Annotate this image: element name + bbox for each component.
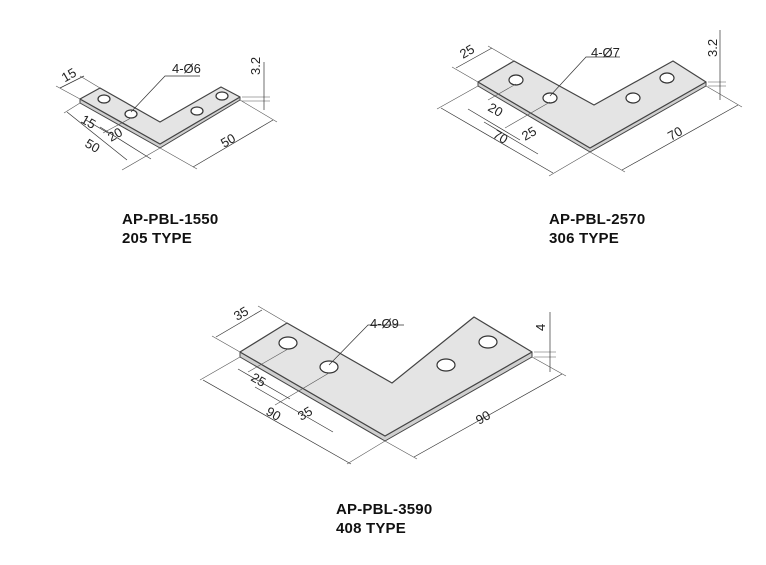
part-3-holes [278,335,498,374]
part-2-type: 306 TYPE [549,230,619,247]
part-1-holes [97,91,229,119]
part-1-leg-right-label: 50 [218,130,238,150]
part-2-drawing [436,30,743,177]
part-3-thickness-label: 4 [533,324,548,331]
part-1-code: AP-PBL-1550 [122,211,219,228]
part-1-hole-pitch-label: 20 [105,124,125,144]
part-2-leg-left-label: 70 [490,127,510,147]
part-2-holes-label: 4-Ø7 [591,45,620,60]
part-1-thickness-label: 3.2 [248,57,263,75]
part-2-holes [508,72,675,104]
part-3-hole-edge-label: 25 [248,370,268,390]
part-2-caption: AP-PBL-2570 306 TYPE [549,210,645,248]
part-2-hole-pitch-label: 25 [519,123,539,143]
part-1-hole-edge-label: 15 [78,112,98,132]
part-1-caption: AP-PBL-1550 205 TYPE [122,210,218,248]
part-3-hole-pitch-label: 35 [295,403,315,423]
part-3-caption: AP-PBL-3590 408 TYPE [336,500,432,538]
part-3-width-label: 35 [231,303,251,323]
part-3-drawing [199,305,567,465]
part-2-width-label: 25 [457,41,477,61]
part-3-type: 408 TYPE [336,520,406,537]
part-3-leg-right-label: 90 [473,407,493,427]
part-2-leg-right-label: 70 [665,123,685,143]
part-2-code: AP-PBL-2570 [549,211,646,228]
part-2-hole-edge-label: 20 [485,100,505,120]
part-1-type: 205 TYPE [122,230,192,247]
part-1-width-label: 15 [59,65,79,85]
part-3-leg-left-label: 90 [263,404,283,424]
part-3-code: AP-PBL-3590 [336,501,433,518]
part-3-holes-label: 4-Ø9 [370,316,399,331]
part-1-holes-label: 4-Ø6 [172,61,201,76]
part-1-leg-left-label: 50 [82,136,102,156]
part-1-drawing [55,62,278,171]
part-2-thickness-label: 3.2 [705,39,720,57]
